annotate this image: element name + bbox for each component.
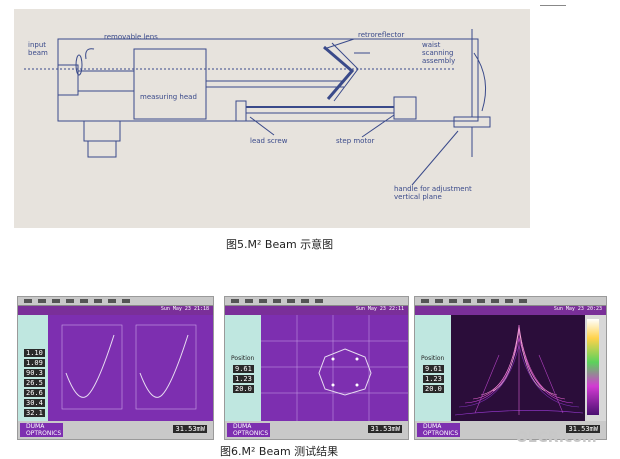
label-retroreflector: retroreflector	[358, 31, 404, 39]
power-readout: 31.53mW	[566, 425, 600, 433]
label-lead-screw: lead screw	[250, 137, 288, 145]
figure6-caption: 图6.M² Beam 测试结果	[220, 445, 339, 458]
power-readout: 31.53mW	[173, 425, 207, 433]
screenshot-beam-position: Sun May 23 22:11 Position 9.61 1.23 20.0…	[224, 296, 409, 440]
measuring-head-box	[133, 48, 207, 120]
lens-shape	[75, 54, 83, 76]
position-value-3: 20.0	[423, 385, 444, 393]
label-measuring-head: measuring head	[140, 93, 197, 101]
screenshot-profile-plots: Sun May 23 21:18 1.10 1.09 90.3 26.5 26.…	[17, 296, 214, 440]
position-value-1: 9.61	[233, 365, 254, 373]
title-bar: Sun May 23 21:18	[18, 306, 213, 315]
position-label: Position	[231, 355, 255, 362]
label-waist: waist	[422, 41, 441, 49]
position-value-2: 1.23	[423, 375, 444, 383]
power-readout: 31.53mW	[368, 425, 402, 433]
menu-bar	[415, 297, 606, 306]
m2-beam-schematic: input beam removable lens retroreflector…	[14, 9, 530, 228]
menu-bar	[225, 297, 408, 306]
label-input: input	[28, 41, 46, 49]
input-block	[57, 64, 79, 96]
label-assembly: assembly	[422, 57, 455, 65]
readout-3: 90.3	[24, 369, 45, 377]
position-value-3: 20.0	[233, 385, 254, 393]
label-beam: beam	[28, 49, 48, 57]
title-bar: Sun May 23 20:23	[415, 306, 606, 315]
readout-6: 30.4	[24, 399, 45, 407]
menu-bar	[18, 297, 213, 306]
figure5-caption: 图5.M² Beam 示意图	[226, 238, 334, 251]
readout-1: 1.10	[24, 349, 45, 357]
position-value-1: 9.61	[423, 365, 444, 373]
title-bar: Sun May 23 22:11	[225, 306, 408, 315]
readout-7: 32.1	[24, 409, 45, 417]
screenshot-3d-beam: Sun May 23 20:23 Position 9.61 1.23 2	[414, 296, 607, 440]
label-step-motor: step motor	[336, 137, 374, 145]
top-corner-mark	[540, 0, 566, 6]
step-motor-box	[393, 96, 417, 120]
position-value-2: 1.23	[233, 375, 254, 383]
schematic-background	[14, 9, 530, 228]
readout-5: 26.6	[24, 389, 45, 397]
screw-bracket	[235, 100, 247, 122]
profile-plot-panel	[18, 315, 213, 439]
label-handle: handle for adjustment	[394, 185, 472, 193]
beam-position-panel	[225, 315, 408, 439]
label-vertical-plane: vertical plane	[394, 193, 442, 201]
watermark: OECR.com	[516, 430, 597, 446]
label-scanning: scanning	[422, 49, 453, 57]
position-label: Position	[421, 355, 445, 362]
readout-4: 26.5	[24, 379, 45, 387]
readout-2: 1.09	[24, 359, 45, 367]
label-removable-lens: removable lens	[104, 33, 158, 41]
3d-profile-panel	[415, 315, 606, 439]
